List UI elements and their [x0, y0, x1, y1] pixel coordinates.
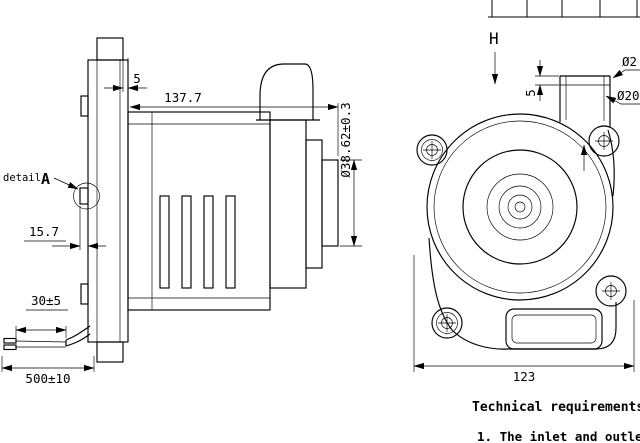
dim-flange-offset: 15.7: [24, 206, 106, 250]
housing-circles: [426, 113, 614, 301]
dim-text-outer-dia: Ø2: [622, 54, 637, 69]
side-view: detail A 5 137.7 Ø38.62±0.3 15.7: [1, 37, 362, 386]
cable-leads: [3, 325, 91, 351]
lug-bottom-right: [595, 275, 627, 307]
dim-outlet-step: 5: [523, 60, 559, 101]
dim-outlet-outer: Ø2: [612, 54, 640, 79]
dim-tab-width: 5: [104, 40, 147, 92]
dim-text-38-62: Ø38.62±0.3: [338, 102, 353, 177]
lug-top-right: [588, 125, 620, 157]
pump-head: [256, 63, 339, 289]
dim-cable-length: 500±10: [1, 356, 95, 386]
dim-text-bore-dia: Ø20: [617, 88, 640, 103]
wire-terminal: [3, 344, 17, 351]
detail-a-callout: detail A: [3, 170, 79, 190]
dim-strip-length: 30±5: [15, 293, 68, 338]
front-view: H 5 Ø2 Ø20 123: [413, 0, 640, 384]
detail-a-circle: [73, 182, 100, 210]
suction-port: [321, 159, 339, 247]
lug-top-left: [416, 134, 448, 166]
housing-silhouette: [428, 129, 617, 350]
outlet-port: [559, 75, 611, 127]
height-ref-callout: H: [489, 29, 499, 85]
wire-terminal: [3, 337, 17, 344]
dim-text-500-10: 500±10: [25, 371, 70, 386]
dim-text-5: 5: [133, 71, 141, 86]
dim-text-137-7: 137.7: [164, 90, 202, 105]
leader-arrow: [53, 177, 79, 190]
dim-text-15-7: 15.7: [29, 224, 59, 239]
height-ref-label: H: [489, 29, 499, 48]
dim-port-diameter: Ø38.62±0.3: [338, 102, 362, 247]
connector-box: [505, 308, 603, 350]
mounting-flange: [73, 37, 129, 363]
motor-body: [127, 111, 271, 311]
mounting-lugs: [416, 125, 627, 339]
note-line-1: 1. The inlet and outlet co: [477, 429, 640, 443]
title-block-edge: [488, 0, 640, 18]
dim-body-length: 137.7: [129, 90, 339, 156]
technical-notes: Technical requirements: 1. The inlet and…: [472, 400, 640, 443]
heatsink-fins: [159, 195, 236, 289]
lug-bottom-left: [431, 307, 463, 339]
volute-outlet: [259, 63, 314, 120]
detail-letter: A: [41, 170, 50, 188]
notes-title: Technical requirements:: [472, 400, 640, 415]
dim-text-outlet-5: 5: [523, 89, 538, 97]
dim-text-123: 123: [513, 369, 536, 384]
dim-outlet-bore: Ø20: [605, 88, 640, 105]
detail-label: detail: [3, 172, 41, 184]
dim-overall-width: 123: [413, 255, 635, 384]
dim-text-30-5: 30±5: [31, 293, 61, 308]
